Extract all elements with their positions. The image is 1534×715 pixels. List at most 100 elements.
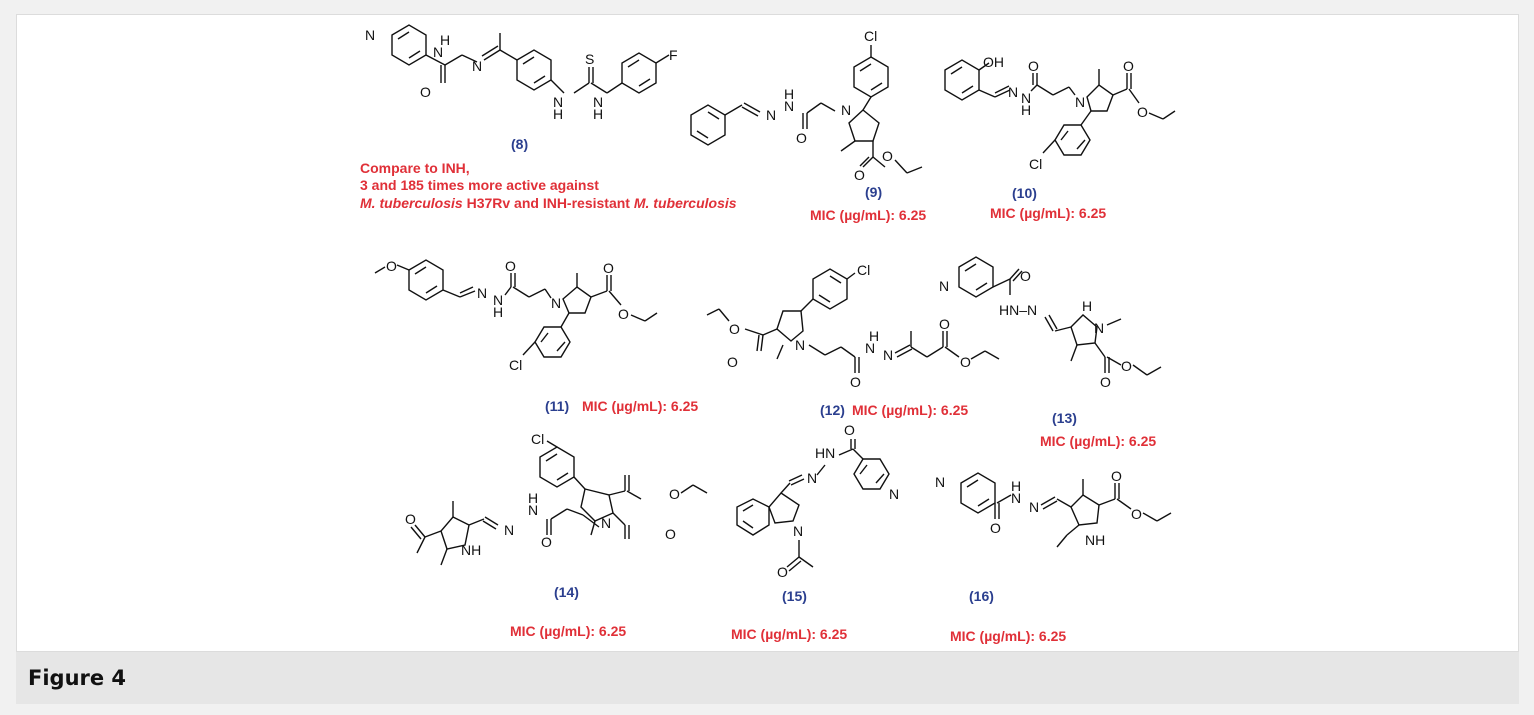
atom-n: N	[784, 98, 794, 114]
mic-14: MIC (µg/mL): 6.25	[510, 623, 626, 639]
atom-n: N	[865, 340, 875, 356]
atom-o: O	[505, 258, 516, 274]
atom-nh: NH	[461, 542, 481, 558]
note-line-2: 3 and 185 times more active against	[360, 177, 599, 193]
atom-n: N	[807, 470, 817, 486]
structure-11: O N N H O N O O Cl (11) MIC (µ	[374, 258, 698, 414]
atom-h: H	[1082, 298, 1092, 314]
atom-o: O	[1020, 268, 1031, 284]
atom-n: N	[551, 295, 561, 311]
atom-o: O	[844, 422, 855, 438]
compound-label-11: (11)	[545, 398, 569, 414]
atom-o: O	[990, 520, 1001, 536]
atom-o: O	[729, 321, 740, 337]
atom-oh: OH	[983, 54, 1004, 70]
compound-label-16: (16)	[969, 588, 994, 604]
atom-o: O	[1137, 104, 1148, 120]
atom-h: H	[784, 86, 794, 102]
compound-label-14: (14)	[554, 584, 579, 600]
atom-o: O	[882, 148, 893, 164]
atom-h: H	[1011, 478, 1021, 494]
atom-o: O	[960, 354, 971, 370]
atom-n: N	[504, 522, 514, 538]
note-line-3: M. tuberculosis H37Rv and INH-resistant …	[360, 195, 737, 211]
atom-o: O	[939, 316, 950, 332]
compound-label-12: (12)	[820, 402, 845, 418]
atom-n: N	[1021, 90, 1031, 106]
atom-n: N	[1029, 499, 1039, 515]
atom-n: N	[593, 94, 603, 110]
atom-h: H	[1021, 102, 1031, 118]
atom-n: N	[472, 58, 482, 74]
atom-n: N	[601, 515, 611, 531]
compound-label-15: (15)	[782, 588, 807, 604]
atom-hnn: HN–N	[999, 302, 1037, 318]
atom-h: H	[528, 490, 538, 506]
mic-13: MIC (µg/mL): 6.25	[1040, 433, 1156, 449]
compound-label-13: (13)	[1052, 410, 1077, 426]
caption-bar: Figure 4	[16, 652, 1519, 704]
structure-15: O HN N N N O (15) MIC (µg/mL): 6.25	[731, 422, 899, 642]
atom-n: N	[1094, 320, 1104, 336]
atom-n: N	[1011, 490, 1021, 506]
figure-panel: N O N H N N H S N H F (8)	[16, 14, 1519, 652]
atom-cl: Cl	[1029, 156, 1042, 172]
compound-label-8: (8)	[511, 136, 528, 152]
atom-n: N	[935, 474, 945, 490]
atom-n: N	[795, 337, 805, 353]
atom-f: F	[669, 47, 678, 63]
atom-o: O	[420, 84, 431, 100]
activity-note: Compare to INH, 3 and 185 times more act…	[360, 160, 737, 211]
atom-n: N	[493, 292, 503, 308]
atom-n: N	[793, 523, 803, 539]
atom-o: O	[796, 130, 807, 146]
atom-h: H	[440, 32, 450, 48]
atom-h: H	[869, 328, 879, 344]
mic-15: MIC (µg/mL): 6.25	[731, 626, 847, 642]
atom-o: O	[405, 511, 416, 527]
atom-o: O	[669, 486, 680, 502]
atom-nh: NH	[1085, 532, 1105, 548]
atom-n: N	[365, 27, 375, 43]
mic-12: MIC (µg/mL): 6.25	[852, 402, 968, 418]
figure-caption: Figure 4	[28, 666, 127, 690]
atom-n: N	[1075, 94, 1085, 110]
atom-o: O	[850, 374, 861, 390]
atom-o: O	[665, 526, 676, 542]
atom-n: N	[883, 347, 893, 363]
atom-o: O	[727, 354, 738, 370]
atom-cl: Cl	[857, 262, 870, 278]
atom-h: H	[493, 304, 503, 320]
note-line-1: Compare to INH,	[360, 160, 470, 176]
atom-o: O	[1100, 374, 1111, 390]
atom-o: O	[541, 534, 552, 550]
mic-11: MIC (µg/mL): 6.25	[582, 398, 698, 414]
mic-10: MIC (µg/mL): 6.25	[990, 205, 1106, 221]
atom-o: O	[1123, 58, 1134, 74]
atom-o: O	[777, 564, 788, 580]
atom-h: H	[553, 106, 563, 122]
atom-n: N	[766, 107, 776, 123]
atom-o: O	[1028, 58, 1039, 74]
atom-cl: Cl	[509, 357, 522, 373]
atom-n: N	[433, 44, 443, 60]
structure-9: Cl N O O O N H N (9) MIC (µg/mL): 6.25	[690, 28, 926, 223]
atom-s: S	[585, 51, 594, 67]
atom-cl: Cl	[531, 431, 544, 447]
atom-h: H	[593, 106, 603, 122]
atom-n: N	[841, 102, 851, 118]
structures-canvas: N O N H N N H S N H F (8)	[360, 24, 1176, 644]
mic-16: MIC (µg/mL): 6.25	[950, 628, 1066, 644]
atom-n: N	[528, 502, 538, 518]
structure-12: Cl N O O O N H N O O	[706, 262, 1000, 418]
atom-cl: Cl	[864, 28, 877, 44]
atom-hn: HN	[815, 445, 835, 461]
atom-n: N	[553, 94, 563, 110]
mic-9: MIC (µg/mL): 6.25	[810, 207, 926, 223]
compound-label-10: (10)	[1012, 185, 1037, 201]
structure-13: N O HN–N H N O O (13) MIC (µg/mL): 6.25	[939, 256, 1162, 449]
structure-10: OH N N H O N O O Cl (10) MIC (µg/mL): 6.…	[944, 54, 1176, 221]
compound-label-9: (9)	[865, 184, 882, 200]
atom-n: N	[889, 486, 899, 502]
structure-16: N O N H N O O NH (16) MIC (µg/mL): 6.25	[935, 468, 1172, 644]
